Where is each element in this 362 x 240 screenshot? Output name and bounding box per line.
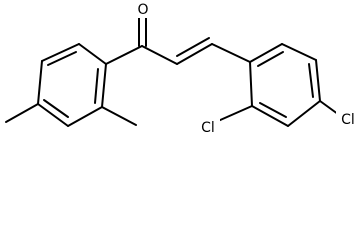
bond — [47, 51, 77, 66]
bond — [176, 37, 210, 57]
bond — [37, 103, 69, 127]
bond — [249, 61, 253, 107]
bond-layer — [5, 17, 343, 127]
bond — [281, 43, 317, 61]
bond — [249, 43, 283, 63]
bond — [211, 43, 251, 63]
structure-canvas: O Cl Cl — [5, 0, 360, 137]
bond — [105, 45, 143, 65]
bond — [43, 99, 69, 118]
bond — [259, 102, 287, 118]
bond — [101, 106, 137, 126]
bond — [217, 105, 253, 122]
bond — [94, 68, 99, 104]
bond — [308, 63, 314, 98]
bond — [41, 43, 80, 62]
molecule-drawing: O Cl Cl — [5, 0, 360, 137]
chlorine-label-left: Cl — [201, 120, 215, 136]
bond — [78, 43, 107, 65]
bond — [101, 63, 107, 108]
bond — [5, 103, 39, 123]
bond — [37, 60, 43, 105]
bond — [287, 100, 321, 127]
atom-label-layer: O Cl Cl — [134, 0, 360, 137]
bond — [257, 51, 284, 67]
oxygen-label: O — [137, 2, 148, 18]
bond — [176, 43, 213, 65]
chlorine-label-right: Cl — [341, 112, 355, 128]
bond — [315, 59, 321, 102]
bond — [67, 106, 103, 127]
bond — [141, 45, 178, 65]
bond — [251, 105, 289, 127]
